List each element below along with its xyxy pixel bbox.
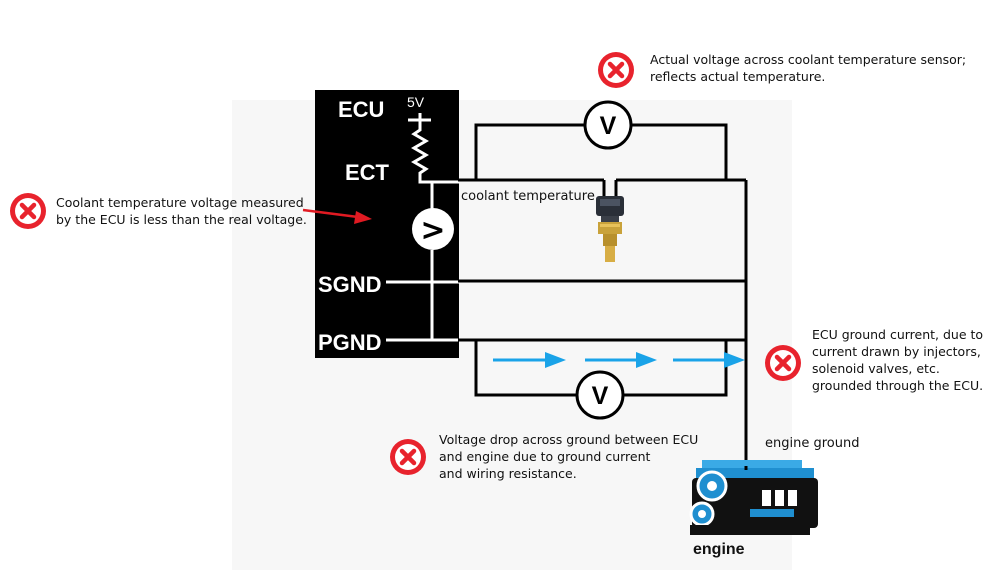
sensor-voltmeter-icon	[583, 100, 633, 150]
note-line: reflects actual temperature.	[650, 69, 826, 84]
note-line: solenoid valves, etc.	[812, 361, 940, 376]
current-arrowhead-3	[724, 352, 745, 368]
pin-sgnd: SGND	[318, 272, 382, 297]
note-line: and wiring resistance.	[439, 466, 577, 481]
ecu-meter-symbol: >	[420, 213, 445, 248]
pointer-arrow-line	[302, 208, 359, 219]
note-line: current drawn by injectors,	[812, 344, 981, 359]
current-arrowhead-1	[545, 352, 566, 368]
note-actual-voltage: Actual voltage across coolant temperatur…	[650, 51, 966, 85]
sensor-voltmeter-symbol: V	[600, 112, 617, 140]
note-line: by the ECU is less than the real voltage…	[56, 212, 307, 227]
note-line: Actual voltage across coolant temperatur…	[650, 52, 967, 67]
pin-pgnd: PGND	[318, 330, 382, 355]
current-arrowhead-2	[636, 352, 657, 368]
coolant-temperature-label: coolant temperature	[461, 189, 595, 204]
engine-label: engine	[693, 541, 745, 558]
note-line: and engine due to ground current	[439, 449, 651, 464]
sensor-icon	[596, 196, 624, 262]
note-line: Voltage drop across ground between ECU	[439, 432, 699, 447]
error-x-icon	[10, 193, 46, 229]
pointer-arrowhead	[354, 211, 372, 224]
error-x-icon	[598, 52, 634, 88]
note-line: grounded through the ECU.	[812, 378, 984, 393]
error-x-icon	[390, 439, 426, 475]
ground-current-arrows	[493, 352, 745, 368]
supply-label: 5V	[407, 94, 425, 110]
ground-voltmeter-icon	[575, 370, 625, 420]
note-ecu-measured: Coolant temperature voltage measured by …	[56, 194, 307, 228]
ecu-title: ECU	[338, 97, 384, 122]
resistor-icon	[411, 120, 460, 184]
engine-ground-label: engine ground	[765, 436, 859, 451]
error-x-icon	[765, 345, 801, 381]
engine-icon	[689, 460, 818, 535]
note-line: ECU ground current, due to	[812, 327, 984, 342]
pin-ect: ECT	[345, 160, 390, 185]
note-ground-current: ECU ground current, due to current drawn…	[812, 326, 983, 394]
ground-voltmeter-symbol: V	[592, 382, 609, 410]
note-voltage-drop: Voltage drop across ground between ECU a…	[439, 431, 698, 482]
note-line: Coolant temperature voltage measured	[56, 195, 304, 210]
ecu-meter-icon	[412, 208, 454, 250]
